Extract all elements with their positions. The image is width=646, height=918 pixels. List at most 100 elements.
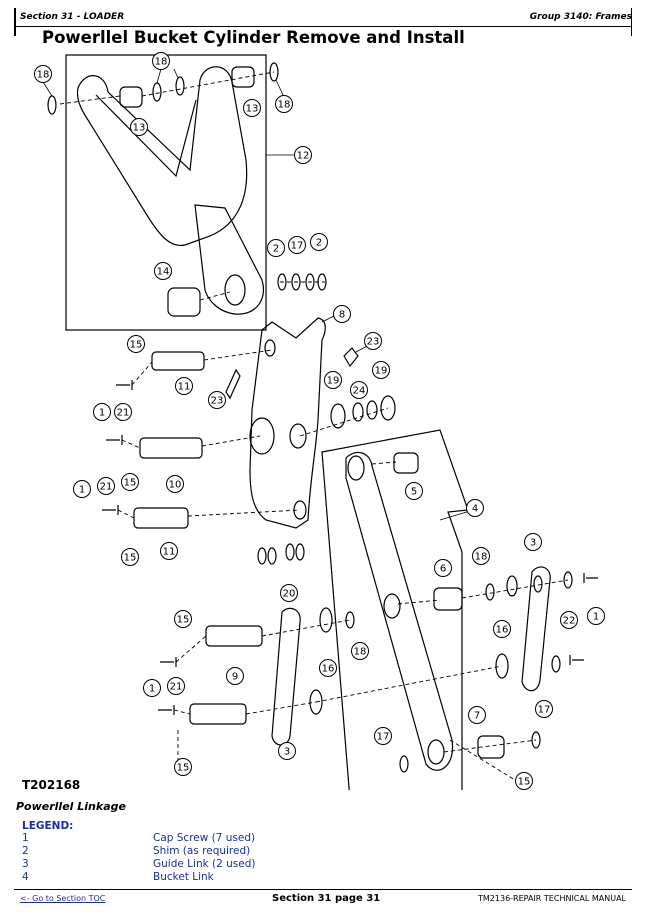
callout-9: 9 xyxy=(226,667,244,685)
pin-10 xyxy=(139,437,203,459)
guide-link-right-eye xyxy=(533,575,543,593)
footer-rule xyxy=(14,889,632,890)
callout-number: 10 xyxy=(169,480,182,491)
rod-eye xyxy=(194,204,264,315)
callout-circle xyxy=(160,542,178,560)
callout-circle xyxy=(154,262,172,280)
legend-item-text: Cap Screw (7 used) xyxy=(153,832,256,844)
shim-24b xyxy=(366,400,378,420)
frame-plate-8 xyxy=(249,317,326,529)
header-group: Group 3140: Frames xyxy=(529,12,632,22)
bushing-5 xyxy=(393,452,419,474)
bucket-link-frame xyxy=(321,429,469,790)
seal-17b xyxy=(399,755,409,773)
spacer-16c xyxy=(506,575,518,597)
callout-number: 17 xyxy=(291,241,304,252)
callout-circle xyxy=(374,727,392,745)
callout-19: 19 xyxy=(324,371,342,389)
callout-circle xyxy=(280,584,298,602)
frame-bore-b xyxy=(289,423,307,449)
seal-18c xyxy=(269,62,279,82)
callout-15: 15 xyxy=(174,610,192,628)
guide-link-3-right xyxy=(521,566,551,692)
callout-circle xyxy=(127,335,145,353)
callout-11: 11 xyxy=(160,542,178,560)
callout-14: 14 xyxy=(154,262,172,280)
spacer-16d xyxy=(495,653,509,679)
bushing-13a xyxy=(119,86,143,108)
callout-number: 17 xyxy=(538,705,551,716)
plate-23a xyxy=(225,368,241,400)
callout-13: 13 xyxy=(130,118,148,136)
callout-circle xyxy=(364,332,382,350)
manual-name: TM2136-REPAIR TECHNICAL MANUAL xyxy=(478,894,626,903)
callout-number: 13 xyxy=(133,123,146,134)
callout-2: 2 xyxy=(310,233,328,251)
legend-item-number: 3 xyxy=(22,858,29,870)
link-eye-top xyxy=(347,455,365,481)
spacer-19a xyxy=(330,403,346,429)
callout-circle xyxy=(226,667,244,685)
callout-12: 12 xyxy=(294,146,312,164)
callout-number: 15 xyxy=(177,763,190,774)
callout-3: 3 xyxy=(278,742,296,760)
frame-bore-a xyxy=(249,417,275,455)
callout-circle xyxy=(310,233,328,251)
section-toc-link[interactable]: <- Go to Section TOC xyxy=(20,894,106,903)
callout-circle xyxy=(350,381,368,399)
callout-number: 8 xyxy=(339,310,345,321)
rod-eye-hole xyxy=(224,274,246,306)
callout-8: 8 xyxy=(333,305,351,323)
link-eye-mid xyxy=(383,593,401,619)
callout-circle xyxy=(466,499,484,517)
callout-17: 17 xyxy=(374,727,392,745)
callout-number: 1 xyxy=(79,485,85,496)
callout-number: 18 xyxy=(155,57,168,68)
callout-number: 21 xyxy=(100,482,113,493)
callout-number: 15 xyxy=(177,615,190,626)
legend-heading: LEGEND: xyxy=(22,820,74,832)
legend-item-text: Bucket Link xyxy=(153,871,214,883)
callout-1: 1 xyxy=(143,679,161,697)
callout-22: 22 xyxy=(560,611,578,629)
callout-circle xyxy=(294,146,312,164)
bushing-7 xyxy=(477,735,505,759)
callout-7: 7 xyxy=(468,706,486,724)
callout-number: 18 xyxy=(475,552,488,563)
shim-20b xyxy=(267,547,277,565)
spacer-19b xyxy=(380,395,396,421)
yoke-web xyxy=(95,94,197,178)
callout-3: 3 xyxy=(524,533,542,551)
page-number: Section 31 page 31 xyxy=(272,893,381,904)
callout-23: 23 xyxy=(208,391,226,409)
callout-number: 21 xyxy=(170,682,183,693)
spacer-16a xyxy=(319,607,333,633)
callout-24: 24 xyxy=(350,381,368,399)
callout-number: 9 xyxy=(232,672,238,683)
callout-circle xyxy=(167,677,185,695)
callout-11: 11 xyxy=(175,377,193,395)
yoke-part xyxy=(76,66,248,247)
callout-circle xyxy=(174,610,192,628)
callout-number: 2 xyxy=(273,244,279,255)
callout-number: 20 xyxy=(283,589,296,600)
callout-17: 17 xyxy=(288,236,306,254)
legend-item-number: 4 xyxy=(22,871,29,883)
callout-number: 19 xyxy=(327,376,340,387)
callout-circle xyxy=(114,403,132,421)
shim-22b xyxy=(563,571,573,589)
callout-1: 1 xyxy=(73,480,91,498)
callout-number: 18 xyxy=(354,647,367,658)
shim-20a xyxy=(257,547,267,565)
callout-19: 19 xyxy=(372,361,390,379)
callout-number: 7 xyxy=(474,711,480,722)
callout-circle xyxy=(405,482,423,500)
legend-item-text: Guide Link (2 used) xyxy=(153,858,256,870)
seal-18f xyxy=(485,583,495,601)
callout-circle xyxy=(319,659,337,677)
callout-4: 4 xyxy=(466,499,484,517)
callout-number: 22 xyxy=(563,616,576,627)
callout-number: 3 xyxy=(284,747,290,758)
page-header: Section 31 - LOADER Group 3140: Frames xyxy=(14,8,632,36)
